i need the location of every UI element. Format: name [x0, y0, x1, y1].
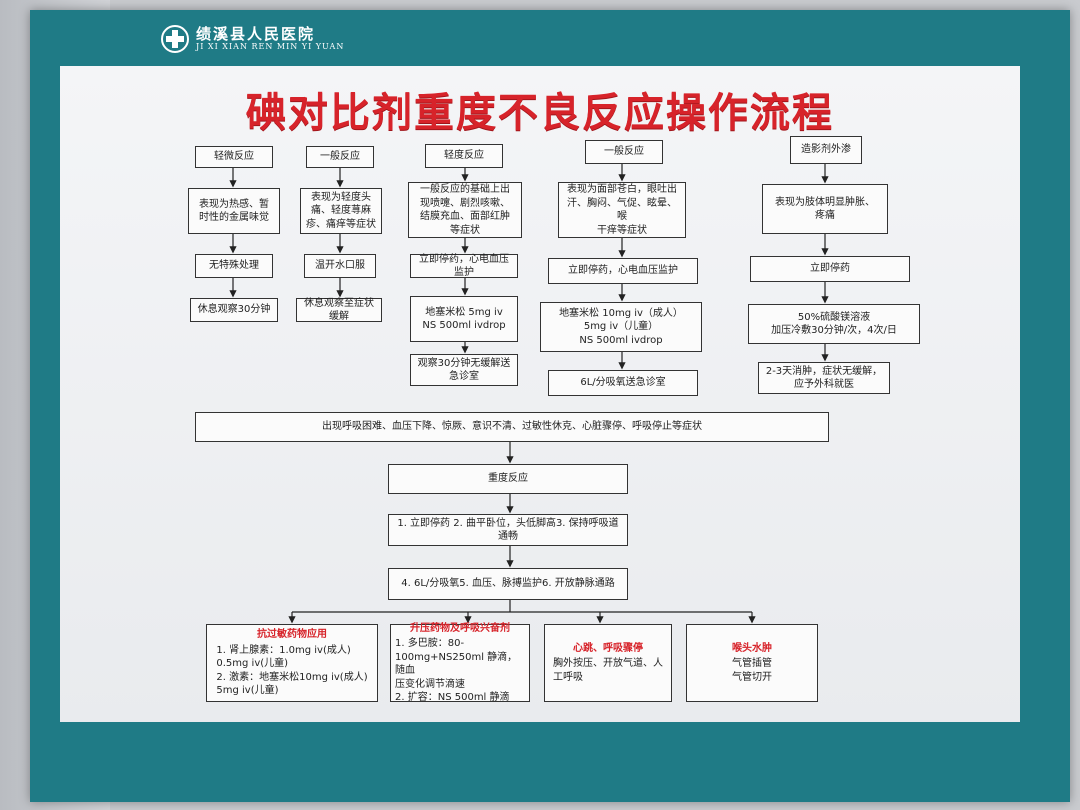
- general-symptoms: 表现为轻度头 痛、轻度荨麻 疹、痛痒等症状: [300, 188, 382, 234]
- antiallergy-body: 1. 肾上腺素：1.0mg iv(成人) 0.5mg iv(儿童) 2. 激素：…: [216, 644, 368, 697]
- mild-observation: 休息观察30分钟: [190, 298, 278, 322]
- mild-symptoms: 表现为热感、暂 时性的金属味觉: [188, 188, 280, 234]
- extravasation-immediate: 立即停药: [750, 256, 910, 282]
- general2-immediate: 立即停药，心电血压监护: [548, 258, 698, 284]
- laryngeal-edema-body: 气管插管 气管切开: [732, 658, 772, 683]
- content-panel: [60, 66, 1020, 722]
- antiallergy-treatment: 抗过敏药物应用 1. 肾上腺素：1.0mg iv(成人) 0.5mg iv(儿童…: [206, 624, 378, 702]
- vasopressor-treatment: 升压药物及呼吸兴奋剂 1. 多巴胺：80- 100mg+NS250ml 静滴，随…: [390, 622, 530, 703]
- footer-band: [30, 724, 1070, 802]
- antiallergy-title: 抗过敏药物应用: [257, 629, 327, 641]
- general-reaction-label: 一般反应: [306, 146, 374, 168]
- general-observation: 休息观察至症状缓解: [296, 298, 382, 322]
- general2-reaction-label: 一般反应: [585, 140, 663, 164]
- vasopressor-title: 升压药物及呼吸兴奋剂: [410, 622, 510, 634]
- page-title: 碘对比剂重度不良反应操作流程: [246, 90, 834, 136]
- extravasation-followup: 2-3天消肿，症状无缓解， 应予外科就医: [758, 362, 890, 394]
- mild2-escalation: 观察30分钟无缓解送 急诊室: [410, 354, 518, 386]
- hospital-cross-logo-icon: [161, 25, 189, 53]
- extravasation-label: 造影剂外渗: [790, 136, 862, 164]
- mild-treatment: 无特殊处理: [195, 254, 273, 278]
- laryngeal-edema-treatment: 喉头水肿 气管插管 气管切开: [686, 624, 818, 702]
- extravasation-treatment: 50%硫酸镁溶液 加压冷敷30分钟/次，4次/日: [748, 304, 920, 344]
- mild-reaction-label: 轻微反应: [195, 146, 273, 168]
- mild2-symptoms: 一般反应的基础上出 现喷嚏、剧烈咳嗽、 结膜充血、面部红肿 等症状: [408, 182, 522, 238]
- general2-medication: 地塞米松 10mg iv（成人） 5mg iv（儿童） NS 500ml ivd…: [540, 302, 702, 352]
- general-treatment: 温开水口服: [304, 254, 376, 278]
- cardiac-arrest-treatment: 心跳、呼吸骤停 胸外按压、开放气道、人 工呼吸: [544, 624, 672, 702]
- severe-reaction-label: 重度反应: [388, 464, 628, 494]
- mild2-immediate: 立即停药，心电血压监护: [410, 254, 518, 278]
- general2-escalation: 6L/分吸氧送急诊室: [548, 370, 698, 396]
- vasopressor-body: 1. 多巴胺：80- 100mg+NS250ml 静滴，随血 压变化调节滴速 2…: [395, 638, 518, 703]
- severe-step-1: 1. 立即停药 2. 曲平卧位，头低脚高3. 保持呼吸道通畅: [388, 514, 628, 546]
- hospital-pinyin: JI XI XIAN REN MIN YI YUAN: [196, 41, 345, 51]
- general2-symptoms: 表现为面部苍白，眼吐出 汗、胸闷、气促、眩晕、喉 干痒等症状: [558, 182, 686, 238]
- mild2-medication: 地塞米松 5mg iv NS 500ml ivdrop: [410, 296, 518, 342]
- hospital-logo: 绩溪县人民医院 JI XI XIAN REN MIN YI YUAN: [160, 24, 344, 54]
- laryngeal-edema-title: 喉头水肿: [732, 642, 772, 654]
- cardiac-arrest-title: 心跳、呼吸骤停: [573, 642, 643, 654]
- cardiac-arrest-body: 胸外按压、开放气道、人 工呼吸: [553, 658, 663, 683]
- mild2-reaction-label: 轻度反应: [425, 144, 503, 168]
- header-band: [60, 14, 1020, 64]
- severe-step-2: 4. 6L/分吸氧5. 血压、脉搏监护6. 开放静脉通路: [388, 568, 628, 600]
- extravasation-symptoms: 表现为肢体明显肿胀、 疼痛: [762, 184, 888, 234]
- hospital-name: 绩溪县人民医院: [196, 25, 316, 44]
- severe-symptoms: 出现呼吸困难、血压下降、惊厥、意识不清、过敏性休克、心脏骤停、呼吸停止等症状: [195, 412, 829, 442]
